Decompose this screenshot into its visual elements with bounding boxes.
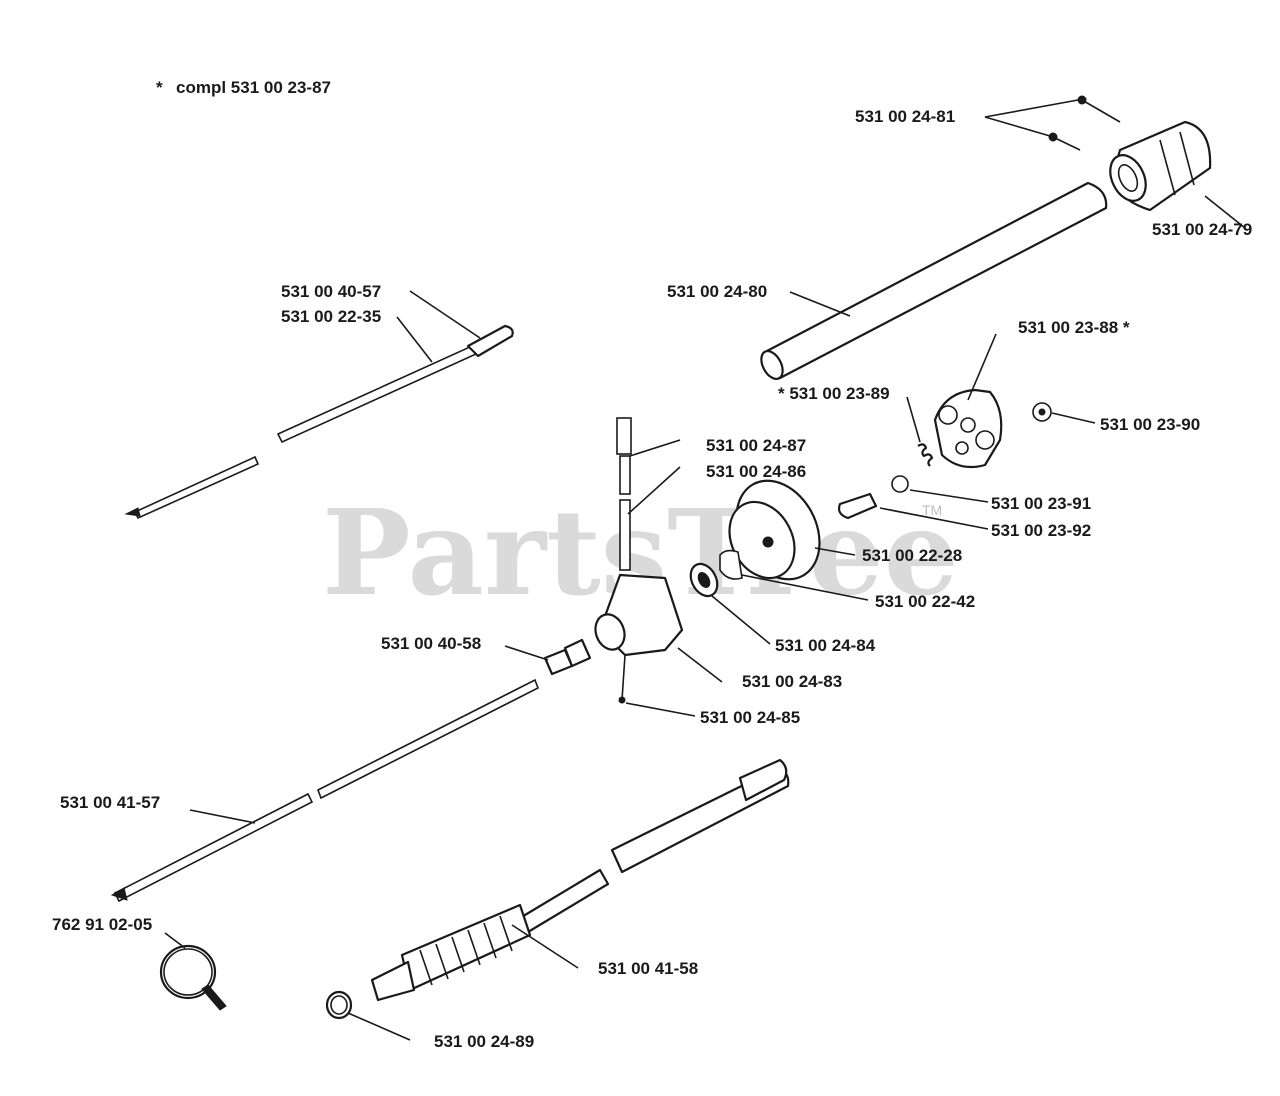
callout-label: 531 00 41-58 [598,959,698,978]
lower-drive-shaft-part [110,678,540,903]
callout-label: 531 00 24-87 [706,436,806,455]
callout-label: 531 00 24-81 [855,107,955,126]
note-asterisk: * [156,78,163,97]
watermark-tm: TM [922,502,942,518]
callout-label: 531 00 24-80 [667,282,767,301]
note-compl: compl 531 00 23-87 [176,78,331,97]
clutch-housing-part [543,417,684,704]
hose-clamp-part [159,944,227,1011]
callout-label: 531 00 22-28 [862,546,962,565]
callout-label: 531 00 24-86 [706,462,806,481]
callout-label: 531 00 22-42 [875,592,975,611]
callout-label: 762 91 02-05 [52,915,152,934]
shaft-tube-part [760,181,1108,381]
callout-label: 531 00 24-89 [434,1032,534,1051]
callout-label: * 531 00 23-89 [778,384,890,403]
callout-label: 531 00 22-35 [281,307,381,326]
callout-label: 531 00 40-58 [381,634,481,653]
callout-label: 531 00 41-57 [60,793,160,812]
upper-drive-shaft-part [124,324,514,520]
housing-part [1048,95,1212,212]
clutch-shoe-part [837,388,1052,520]
callout-label: 531 00 24-83 [742,672,842,691]
leader-lines [164,99,1246,1041]
callout-label: 531 00 24-84 [775,636,876,655]
callout-label: 531 00 23-92 [991,521,1091,540]
callout-label: 531 00 23-90 [1100,415,1200,434]
lower-tube-part [325,758,790,1020]
callout-label: 531 00 40-57 [281,282,381,301]
callout-label: 531 00 24-79 [1152,220,1252,239]
callout-label: 531 00 23-91 [991,494,1091,513]
clutch-drum-part [689,479,821,598]
callout-label: 531 00 24-85 [700,708,800,727]
callout-label: 531 00 23-88 * [1018,318,1130,337]
